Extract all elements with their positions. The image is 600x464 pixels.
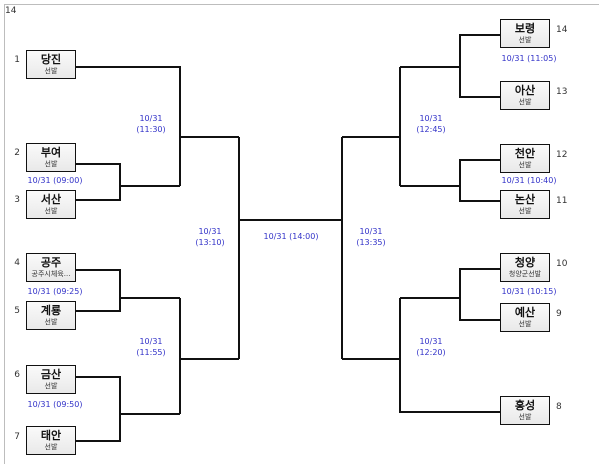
team-name: 공주 — [40, 256, 62, 269]
team-name: 천안 — [514, 147, 536, 160]
corner-label: 14 — [5, 6, 17, 16]
seed-label: 6 — [14, 370, 20, 380]
seed-label: 7 — [14, 432, 20, 442]
team-box-yesan[interactable]: 예산 선발 — [500, 303, 550, 332]
team-box-asan[interactable]: 아산 선발 — [500, 81, 550, 110]
match-time: (13:35) — [356, 238, 386, 247]
match-time-qf-left-bottom: 10/31 (11:55) — [127, 336, 175, 358]
connector-14-13 — [400, 34, 500, 98]
match-time-qf-left-top: 10/31 (11:30) — [127, 113, 175, 135]
bracket-lines — [76, 34, 500, 442]
connector-qf-left-bottom — [179, 298, 239, 414]
team-box-geumsan[interactable]: 금산 선발 — [26, 365, 76, 394]
seed-label: 5 — [14, 306, 20, 316]
team-subtitle: 선발 — [44, 443, 58, 451]
team-name: 홍성 — [514, 399, 536, 412]
match-time: (11:55) — [136, 348, 166, 357]
team-name: 금산 — [40, 368, 62, 381]
team-subtitle: 청양군선발 — [508, 270, 542, 278]
match-time: 10/31 (09:00) — [27, 176, 83, 185]
match-time-final: 10/31 (14:00) — [263, 232, 319, 241]
match-time: (11:30) — [136, 125, 166, 134]
connector-4-5 — [76, 269, 180, 312]
team-name: 태안 — [40, 429, 62, 442]
match-time: 10/31 (10:40) — [501, 176, 557, 185]
team-box-nonsan[interactable]: 논산 선발 — [500, 190, 550, 219]
seed-label: 2 — [14, 148, 20, 158]
team-subtitle: 선발 — [518, 413, 532, 421]
team-subtitle: 선발 — [44, 382, 58, 390]
team-box-boryeong[interactable]: 보령 선발 — [500, 19, 550, 48]
connector-12-11 — [400, 159, 500, 202]
team-box-gyeryong[interactable]: 계룡 선발 — [26, 301, 76, 330]
match-time-qf-right-top: 10/31 (12:45) — [407, 113, 455, 135]
team-box-taean[interactable]: 태안 선발 — [26, 426, 76, 455]
connector-10-9 — [400, 268, 500, 321]
match-time-sf-right: 10/31 (13:35) — [347, 226, 395, 248]
match-date: 10/31 — [198, 227, 222, 236]
match-date: 10/31 — [419, 114, 443, 123]
team-box-gongju[interactable]: 공주 공주시체육... — [26, 253, 76, 282]
connector-sf-left — [238, 137, 341, 359]
seed-label: 8 — [556, 402, 562, 412]
match-time: (13:10) — [195, 238, 225, 247]
team-box-cheongyang[interactable]: 청양 청양군선발 — [500, 253, 550, 282]
team-subtitle: 선발 — [518, 98, 532, 106]
match-date: 10/31 — [359, 227, 383, 236]
seed-label: 1 — [14, 55, 20, 65]
connector-qf-left-top — [76, 66, 239, 186]
seed-label: 12 — [556, 150, 568, 160]
connector-6-7 — [76, 376, 180, 442]
team-name: 예산 — [514, 306, 536, 319]
match-time: 10/31 (11:05) — [501, 54, 557, 63]
connector-qf-right-top — [342, 67, 401, 186]
seed-label: 11 — [556, 196, 568, 206]
team-name: 논산 — [514, 193, 536, 206]
team-name: 서산 — [40, 193, 62, 206]
seed-label: 14 — [556, 25, 568, 35]
team-box-buyeo[interactable]: 부여 선발 — [26, 143, 76, 172]
team-subtitle: 선발 — [518, 161, 532, 169]
match-time: 10/31 (09:50) — [27, 400, 83, 409]
match-time: 10/31 (09:25) — [27, 287, 83, 296]
bracket-frame — [4, 4, 599, 464]
match-time: (12:45) — [416, 125, 446, 134]
team-subtitle: 선발 — [44, 318, 58, 326]
team-box-hongseong[interactable]: 홍성 선발 — [500, 396, 550, 425]
team-subtitle: 선발 — [44, 160, 58, 168]
team-name: 부여 — [40, 146, 62, 159]
match-time: (12:20) — [416, 348, 446, 357]
seed-label: 4 — [14, 258, 20, 268]
team-subtitle: 선발 — [44, 207, 58, 215]
team-name: 청양 — [514, 256, 536, 269]
team-subtitle: 선발 — [518, 320, 532, 328]
team-name: 보령 — [514, 22, 536, 35]
match-time: 10/31 (10:15) — [501, 287, 557, 296]
match-time-qf-right-bottom: 10/31 (12:20) — [407, 336, 455, 358]
match-date: 10/31 — [419, 337, 443, 346]
team-box-cheonan[interactable]: 천안 선발 — [500, 144, 550, 173]
team-subtitle: 공주시체육... — [31, 270, 71, 278]
connector-qf-right-bottom — [342, 298, 500, 413]
team-name: 아산 — [514, 84, 536, 97]
team-box-seosan[interactable]: 서산 선발 — [26, 190, 76, 219]
team-subtitle: 선발 — [518, 36, 532, 44]
seed-label: 13 — [556, 87, 568, 97]
team-name: 당진 — [40, 53, 62, 66]
seed-label: 10 — [556, 259, 568, 269]
team-subtitle: 선발 — [44, 67, 58, 75]
match-date: 10/31 — [139, 114, 163, 123]
match-date: 10/31 — [139, 337, 163, 346]
seed-label: 3 — [14, 195, 20, 205]
team-subtitle: 선발 — [518, 207, 532, 215]
match-time-sf-left: 10/31 (13:10) — [186, 226, 234, 248]
team-name: 계룡 — [40, 304, 62, 317]
team-box-dangjin[interactable]: 당진 선발 — [26, 50, 76, 79]
seed-label: 9 — [556, 309, 562, 319]
connector-2-3 — [76, 163, 180, 201]
